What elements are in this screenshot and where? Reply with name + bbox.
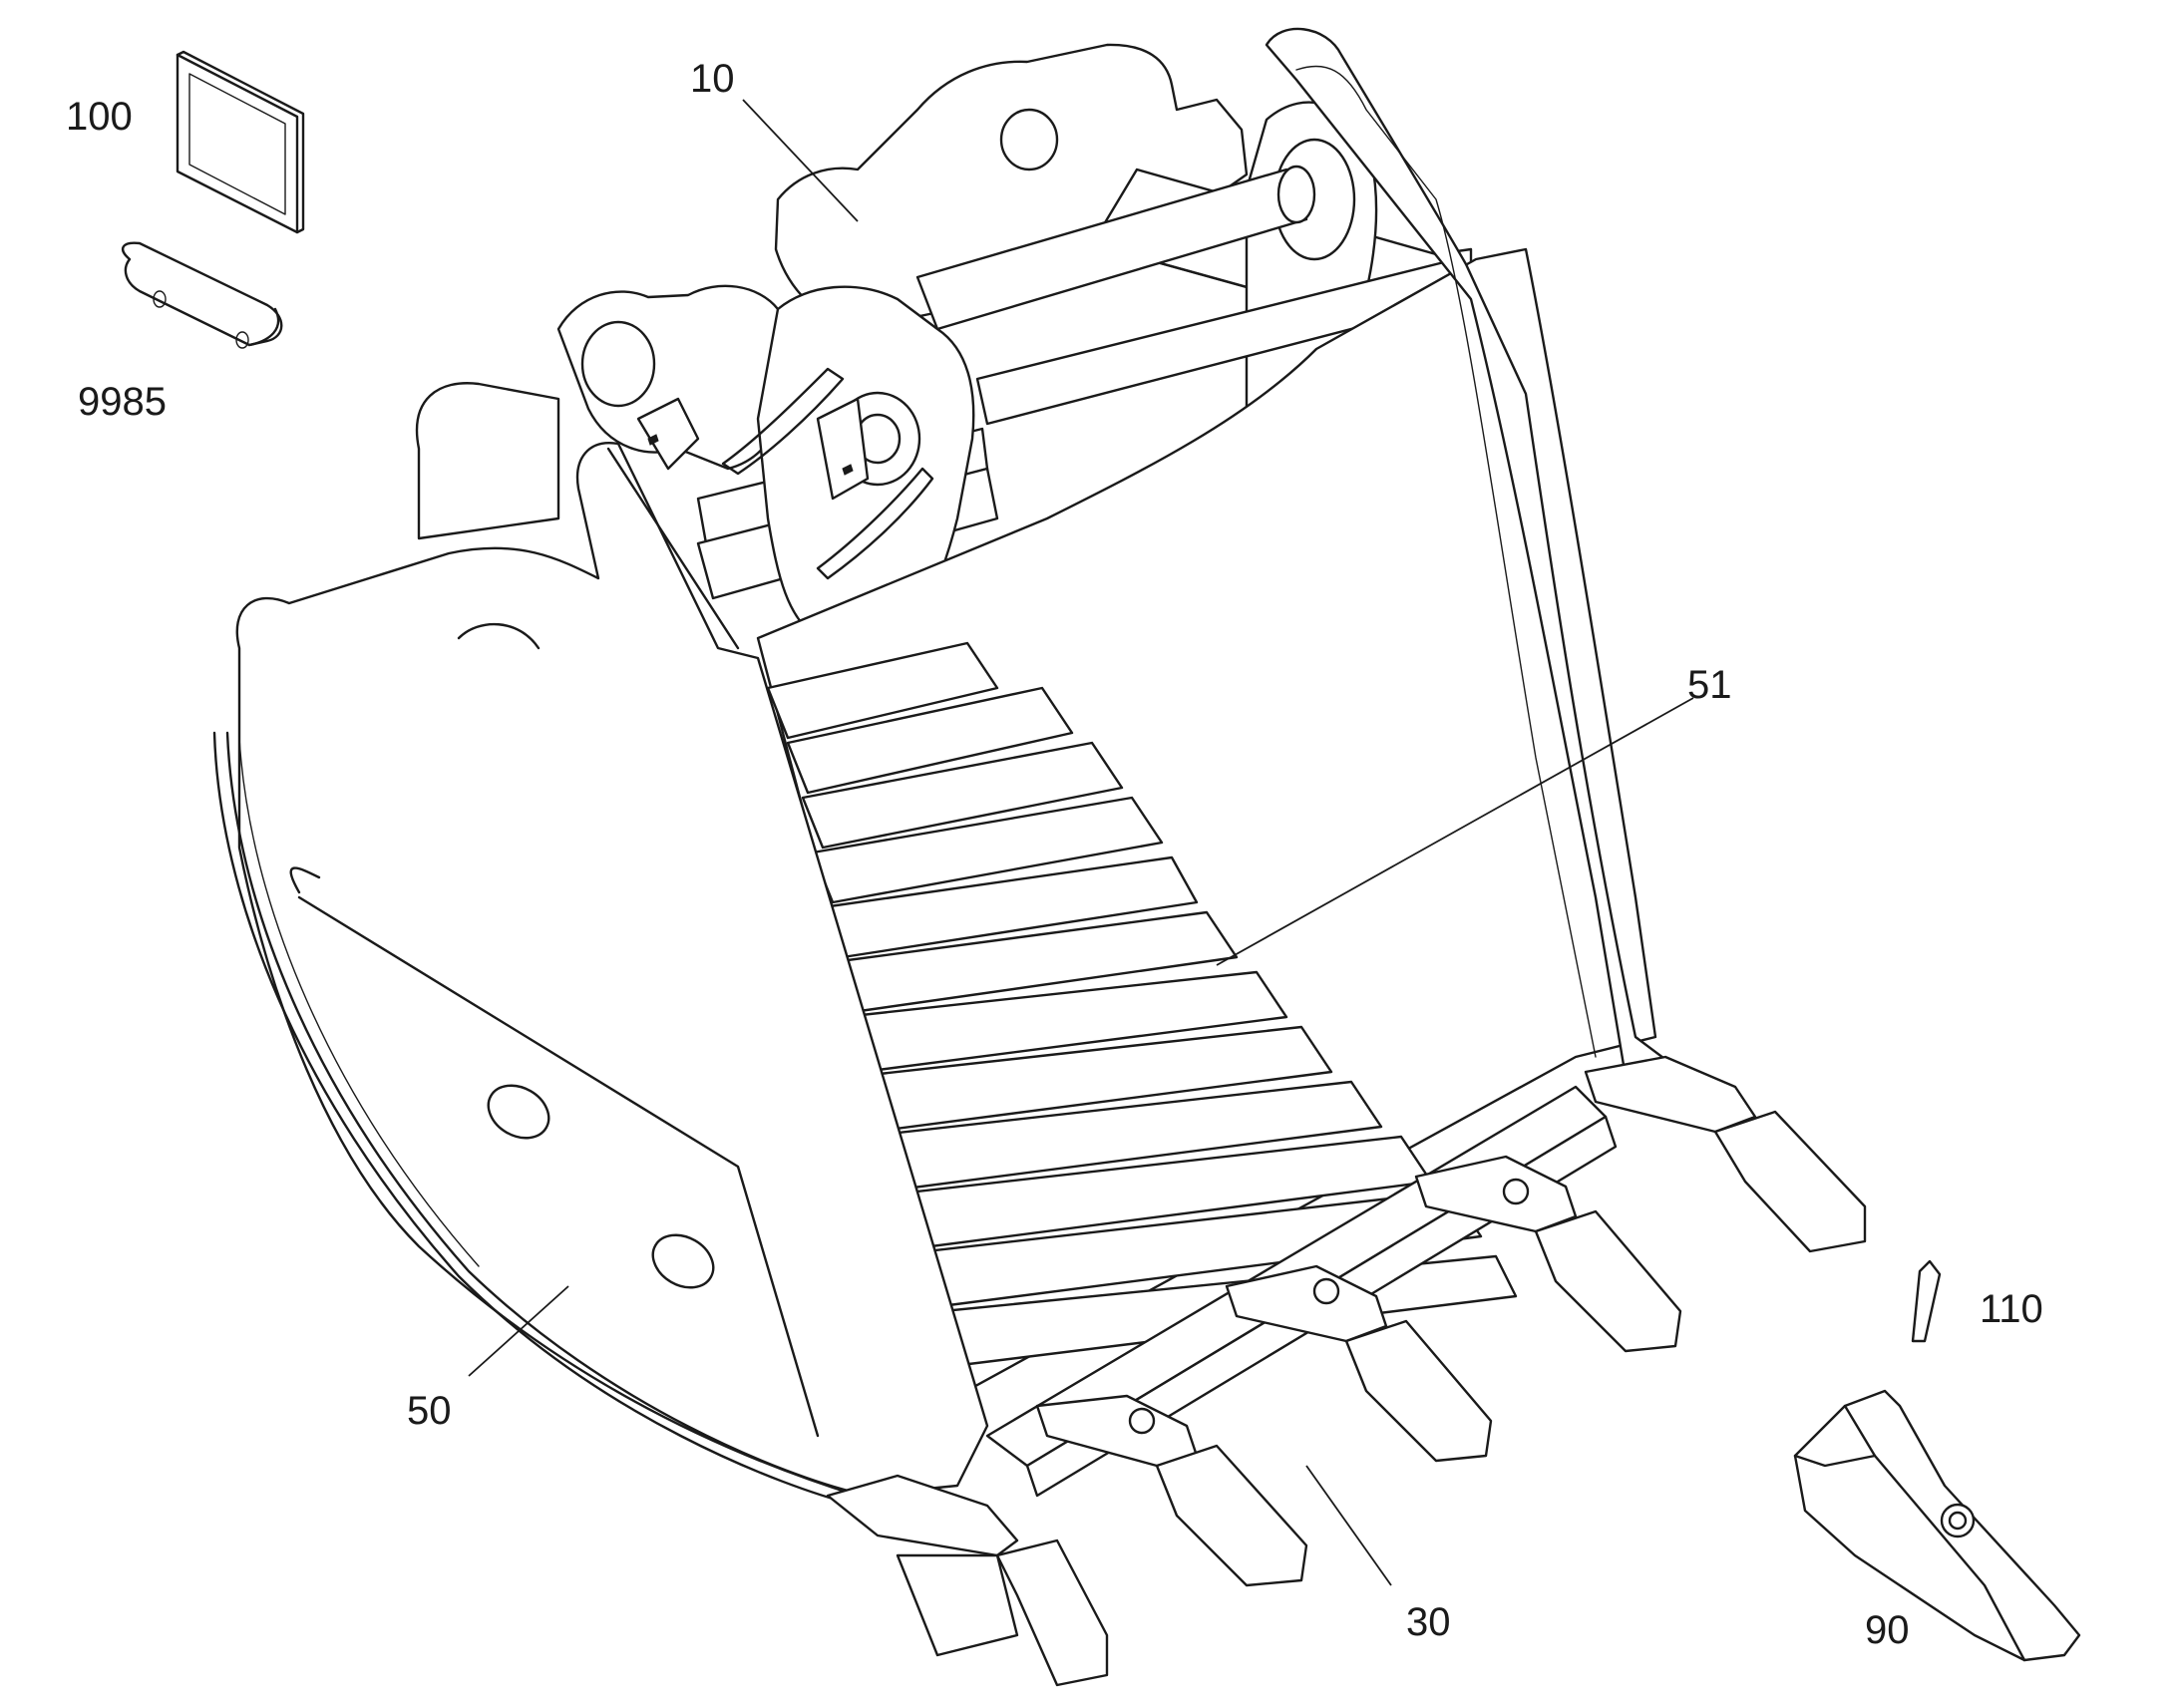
callout-100: 100 [66,95,133,139]
tooth-3 [1225,1264,1493,1463]
tooth-right-corner [1584,1055,1867,1253]
callout-50: 50 [407,1389,452,1433]
callout-10: 10 [690,57,735,101]
part-9985-oval-plate [121,241,283,349]
part-100-plate [176,50,305,234]
leader-50 [468,1285,569,1377]
callout-labels: 10 100 9985 51 50 30 110 90 [66,57,2043,1652]
leader-51 [1216,697,1694,966]
leader-10 [742,99,859,222]
part-90-tooth-tip [1793,1389,2081,1662]
tooth-left-corner [826,1474,1109,1687]
callout-9985: 9985 [78,380,167,424]
leader-30 [1305,1465,1392,1586]
callout-30: 30 [1406,1600,1451,1644]
callout-90: 90 [1865,1608,1910,1652]
part-51-wear-strips [766,641,1518,1373]
tooth-4 [1414,1155,1682,1353]
part-110-lock-pin [1911,1259,1942,1343]
part-10-mounting-bracket [415,43,1473,660]
callout-110: 110 [1980,1287,2043,1331]
leader-lines [468,99,1694,1586]
bucket-teeth [826,1055,1867,1687]
tooth-2 [1035,1394,1308,1587]
callout-51: 51 [1687,663,1732,707]
